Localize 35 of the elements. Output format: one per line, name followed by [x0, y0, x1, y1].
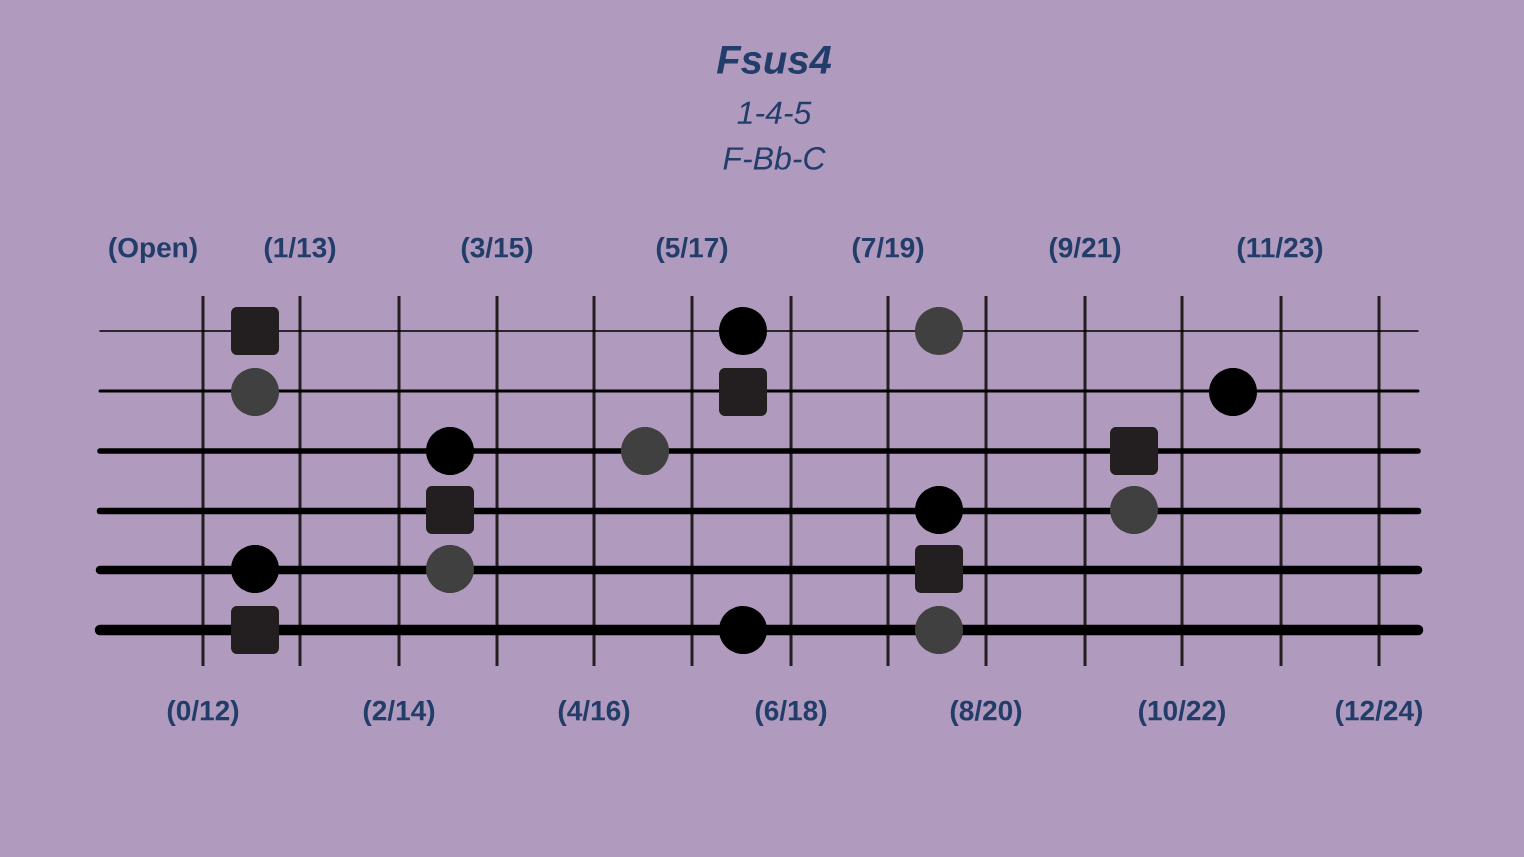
fret-number: (Open) [109, 236, 197, 264]
fret-number: (1/13) [264, 236, 336, 264]
note-dot [1209, 368, 1257, 416]
fret-number: (3/15) [461, 236, 533, 264]
note-dot [231, 545, 279, 593]
fret-number: (9/21) [1049, 236, 1121, 264]
note-square [231, 606, 279, 654]
fret-number: (11/23) [1237, 236, 1323, 264]
fret-number: (10/22) [1139, 699, 1225, 727]
note-square [719, 368, 767, 416]
note-dot [1110, 486, 1158, 534]
note-dot [231, 368, 279, 416]
note-dot [426, 545, 474, 593]
note-square [426, 486, 474, 534]
chord-title: Fsus4 [716, 46, 832, 74]
note-square [915, 545, 963, 593]
note-dot [621, 427, 669, 475]
note-dot [426, 427, 474, 475]
note-dot [719, 606, 767, 654]
note-square [1110, 427, 1158, 475]
note-dot [915, 307, 963, 355]
fret-number: (0/12) [167, 699, 239, 727]
fret-number: (6/18) [755, 699, 827, 727]
fret-number: (4/16) [558, 699, 630, 727]
fret-number: (5/17) [656, 236, 728, 264]
interval-formula: 1-4-5 [737, 101, 812, 125]
note-names: F-Bb-C [723, 146, 826, 170]
fret-number: (2/14) [363, 699, 435, 727]
note-square [231, 307, 279, 355]
note-dot [915, 606, 963, 654]
note-dot [719, 307, 767, 355]
fret-number: (8/20) [950, 699, 1022, 727]
fret-number: (7/19) [852, 236, 924, 264]
fret-number: (12/24) [1336, 699, 1422, 727]
note-dot [915, 486, 963, 534]
